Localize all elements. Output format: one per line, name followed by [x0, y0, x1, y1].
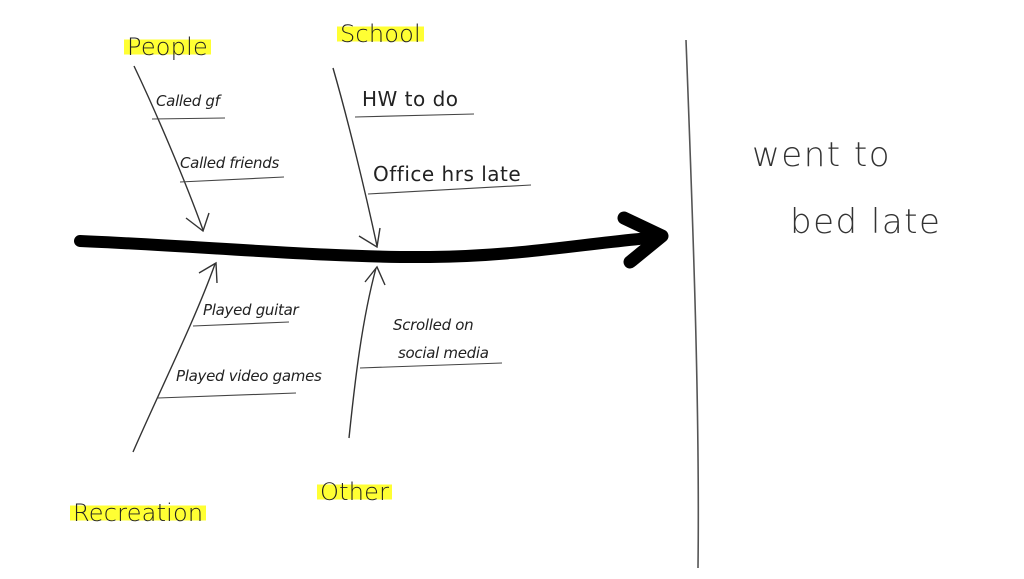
effect-divider	[685, 39, 700, 569]
other-bone	[348, 267, 377, 439]
other-bone-arrowhead	[364, 265, 386, 286]
people-bone-arrowhead	[185, 212, 210, 233]
category-recreation: Recreation	[70, 501, 207, 525]
recreation-cause-underline-2	[157, 392, 297, 399]
category-people: People	[124, 35, 211, 59]
people-cause-2: Called friends	[180, 154, 280, 172]
category-other: Other	[317, 480, 393, 504]
other-cause-2: social media	[398, 344, 489, 362]
school-cause-underline-1	[354, 113, 475, 118]
recreation-bone-arrowhead	[198, 261, 218, 284]
recreation-bone	[132, 263, 216, 453]
school-cause-2: Office hrs late	[373, 162, 522, 186]
recreation-cause-2: Played video games	[176, 367, 322, 385]
recreation-cause-underline-1	[192, 321, 290, 327]
category-school: School	[337, 22, 424, 46]
people-cause-underline-1	[151, 117, 226, 120]
people-bone	[133, 65, 204, 231]
spine-line	[74, 232, 656, 264]
recreation-cause-1: Played guitar	[203, 301, 299, 319]
people-cause-underline-2	[179, 176, 285, 183]
school-cause-1: HW to do	[362, 87, 459, 111]
school-bone	[332, 67, 378, 247]
people-cause-1: Called gf	[156, 92, 220, 110]
school-bone-arrowhead	[358, 227, 381, 249]
effect-line-2: bed late	[790, 202, 942, 242]
other-cause-underline	[359, 362, 503, 369]
effect-line-1: went to	[752, 135, 892, 175]
spine-arrowhead	[617, 211, 669, 269]
other-cause-1: Scrolled on	[393, 316, 474, 334]
school-cause-underline-2	[367, 184, 532, 195]
